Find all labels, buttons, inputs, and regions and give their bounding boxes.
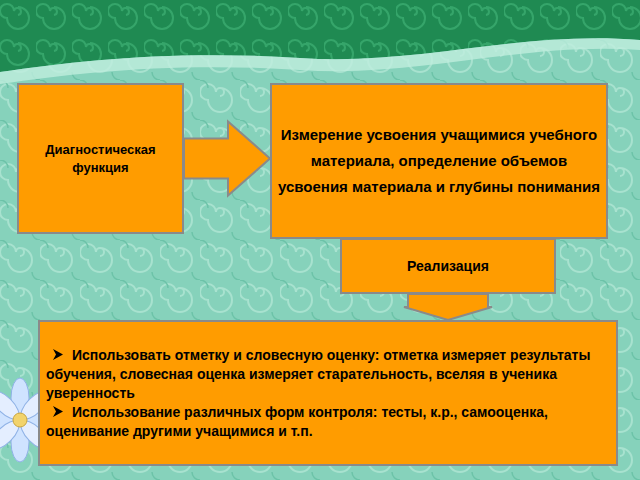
text-wrap: Диагностическая функция [19,141,182,177]
list-item: Использование различных форм контроля: т… [46,403,608,441]
item-text: Использовать отметку и словесную оценку:… [46,347,590,401]
bullet-symbol [52,348,64,361]
method-list-box: Использовать отметку и словесную оценку:… [38,320,618,466]
bullet-arrow [53,406,63,417]
node-text: Измерение усвоения учащимися учебного ма… [276,122,602,200]
text-wrap: Реализация [403,257,493,275]
function-box: Диагностическая функция [17,83,184,234]
bullet-arrow [53,349,63,360]
label-box: Реализация [340,238,556,294]
list-item: Использовать отметку и словесную оценку:… [46,346,608,403]
node-text: Реализация [407,257,489,275]
bullet-symbol [52,405,64,418]
block-arrow [184,122,270,196]
description-box: Измерение усвоения учащимися учебного ма… [270,83,608,239]
item-text: Использование различных форм контроля: т… [46,404,548,439]
light-stripe [0,38,640,84]
text-wrap: Измерение усвоения учащимися учебного ма… [272,122,606,200]
node-text: Диагностическая функция [23,141,178,177]
block-arrow [404,294,492,320]
